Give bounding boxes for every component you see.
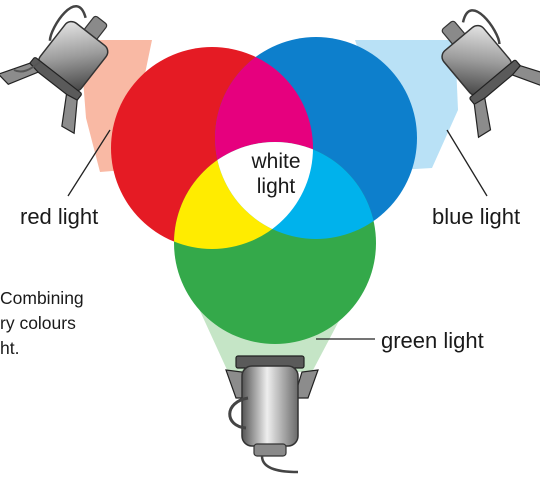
caption-line1: Combining — [0, 288, 84, 308]
caption-line2: ry colours — [0, 313, 76, 333]
center-label-line1: white — [250, 150, 300, 173]
caption-line3: ht. — [0, 338, 19, 358]
green-light-label: green light — [381, 328, 484, 353]
blue-leader-line — [447, 130, 487, 196]
center-label-line2: light — [257, 175, 296, 198]
red-light-label: red light — [20, 204, 98, 229]
blue-light-label: blue light — [432, 204, 520, 229]
spotlight-green-icon — [226, 356, 318, 472]
